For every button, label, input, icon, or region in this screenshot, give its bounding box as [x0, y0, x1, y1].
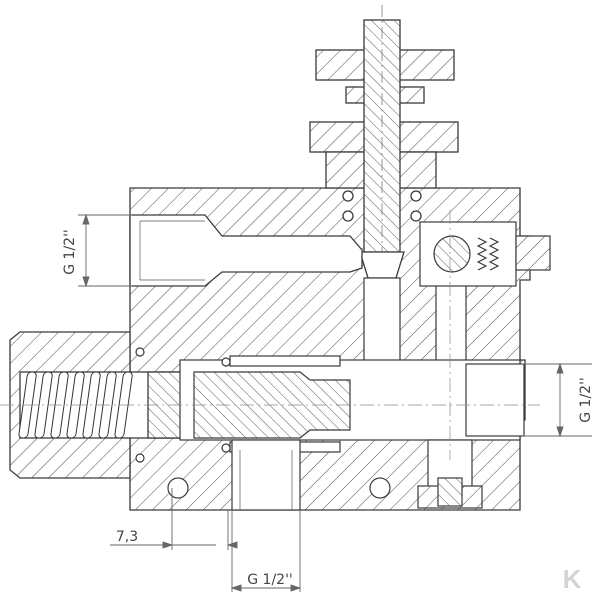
bottom-port [231, 439, 301, 511]
stem-oring-right [410, 190, 422, 202]
check-valve-plug [515, 235, 551, 271]
vertical-channel [363, 277, 401, 371]
dim-label-offset: 7,3 [116, 529, 138, 545]
top-stem-assembly [309, 5, 459, 340]
bottom-right-plug [417, 439, 483, 509]
spool-oring-1 [135, 347, 145, 357]
plug-thread [437, 477, 463, 507]
stem-oring-left-2 [342, 210, 354, 222]
dimension-lines [78, 213, 592, 592]
dim-label-bottom-port: G 1/2'' [247, 572, 293, 588]
mounting-hole-left [167, 477, 189, 499]
bottom-port-bore [231, 439, 301, 511]
check-valve [419, 221, 551, 287]
watermark-logo: K [563, 564, 582, 594]
dim-label-top-left-port: G 1/2'' [62, 229, 78, 275]
check-valve-ball [433, 235, 471, 273]
vertical-channel-2 [435, 279, 467, 371]
spool-oring-2 [135, 453, 145, 463]
mounting-hole-right [369, 477, 391, 499]
top-left-port-bore [129, 214, 363, 287]
top-left-port [129, 214, 363, 287]
stem-oring-right-2 [410, 210, 422, 222]
spool-sleeve [229, 355, 341, 367]
spool-oring-3 [221, 357, 231, 367]
dim-label-right-port: G 1/2'' [578, 377, 594, 423]
right-port-bore [465, 363, 525, 437]
check-valve-spring [476, 237, 500, 271]
stem-oring-left [342, 190, 354, 202]
stem-tip [359, 251, 405, 279]
spool-oring-4 [221, 443, 231, 453]
